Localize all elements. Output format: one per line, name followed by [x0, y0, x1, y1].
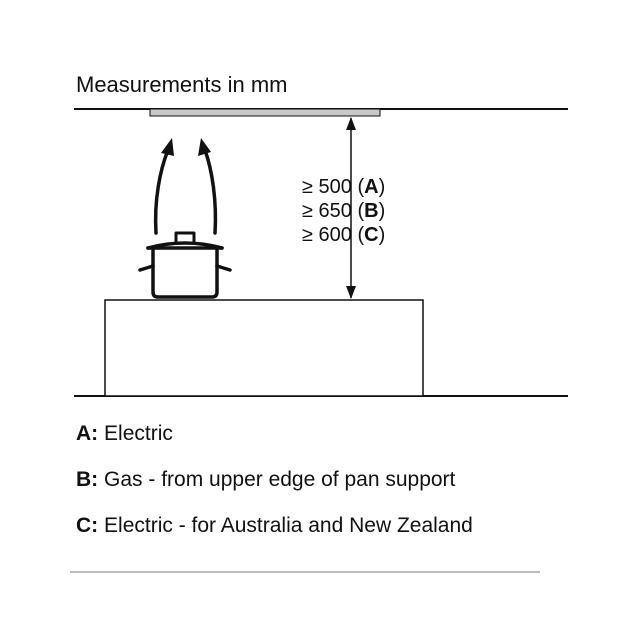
distance-label-b: ≥ 650 (B) — [302, 200, 386, 222]
steam-arrow-left-head-icon — [161, 138, 174, 156]
legend-item-b: B: Gas - from upper edge of pan support — [76, 467, 473, 493]
distance-label-a: ≥ 500 (A) — [302, 176, 386, 198]
dimension-arrow-top-icon — [346, 117, 356, 130]
legend-text-a: Electric — [104, 422, 173, 445]
legend-item-c: C: Electric - for Australia and New Zeal… — [76, 513, 473, 539]
steam-arrows-icon — [153, 148, 218, 235]
legend-key-a: A: — [76, 422, 99, 445]
steam-arrow-right-head-icon — [198, 138, 211, 156]
cooker-hood-underside — [149, 108, 381, 117]
hob-counter — [104, 299, 424, 397]
legend: A: Electric B: Gas - from upper edge of … — [76, 421, 473, 559]
legend-text-b: Gas - from upper edge of pan support — [104, 468, 456, 491]
legend-text-c: Electric - for Australia and New Zealand — [104, 514, 473, 537]
distance-label-c: ≥ 600 (C) — [302, 224, 386, 246]
distance-labels: ≥ 500 (A) ≥ 650 (B) ≥ 600 (C) — [302, 175, 385, 247]
measurement-unit-heading: Measurements in mm — [76, 72, 288, 97]
dimension-arrow-bottom-icon — [346, 286, 356, 299]
legend-key-c: C: — [76, 514, 99, 537]
legend-item-a: A: Electric — [76, 421, 473, 447]
legend-key-b: B: — [76, 468, 99, 491]
cooking-pot-icon — [138, 231, 232, 299]
